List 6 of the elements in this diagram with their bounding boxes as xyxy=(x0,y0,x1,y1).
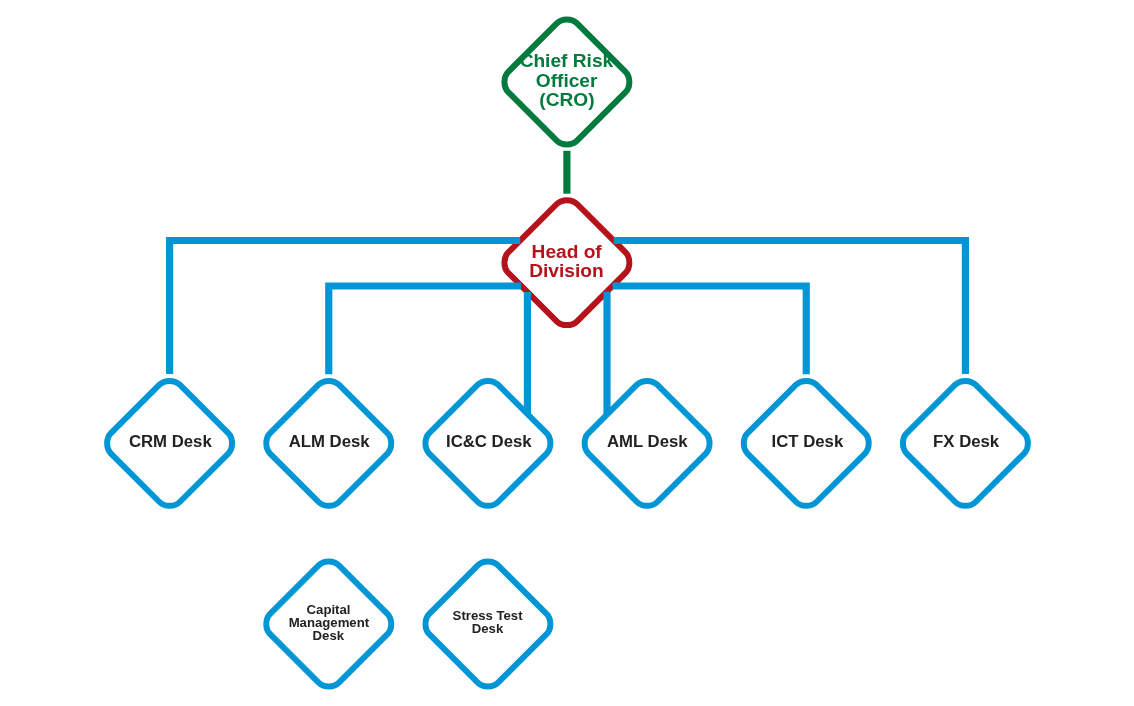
connector xyxy=(165,236,520,375)
connector xyxy=(602,291,611,415)
connector xyxy=(523,292,531,414)
connector xyxy=(612,282,810,375)
connector xyxy=(613,236,969,375)
connector xyxy=(324,282,521,375)
